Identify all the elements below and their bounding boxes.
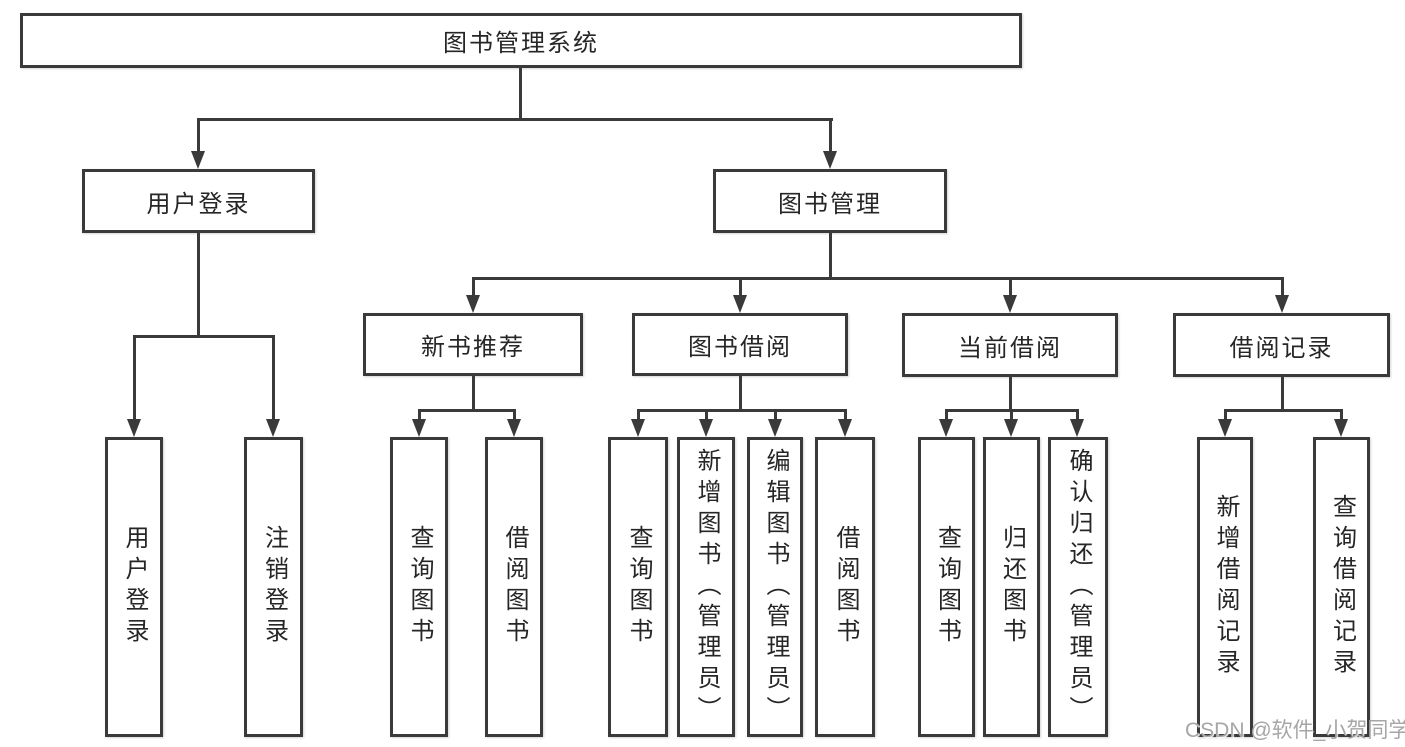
connector-stem [1010,409,1013,423]
node-book-borrowing: 图书借阅 [632,313,848,376]
node-label: 新书推荐 [421,334,525,361]
arrow-down-icon [507,419,521,437]
arrow-down-icon [631,419,645,437]
node-label: 图书管理 [778,190,882,218]
connector-stem [418,409,421,423]
leaf-user-login: 用户登录 [105,437,163,737]
node-book-management: 图书管理 [713,169,947,233]
leaf-label: 借阅图书 [832,525,859,649]
leaf-query-borrow-record: 查询借阅记录 [1313,437,1370,737]
connector-stem [829,233,832,280]
connector-stem [1340,409,1343,423]
leaf-edit-book-admin: 编辑图书（管理员） [747,437,803,737]
arrow-down-icon [1275,295,1289,313]
leaf-label: 新增借阅记录 [1212,494,1239,680]
connector-stem [1076,409,1079,423]
arrow-down-icon [1003,295,1017,313]
connector-stem [637,409,640,423]
arrow-down-icon [1334,419,1348,437]
node-label: 图书管理系统 [443,30,599,57]
arrow-down-icon [1004,419,1018,437]
leaf-borrow-books-borrowing: 借阅图书 [815,437,875,737]
node-label: 用户登录 [146,190,251,218]
leaf-label: 新增图书（管理员） [693,447,720,727]
node-current-borrowing: 当前借阅 [902,313,1118,377]
connector-stem [844,409,847,423]
connector-stem [1009,376,1012,412]
arrow-down-icon [1218,419,1232,437]
arrow-down-icon [823,151,837,169]
csdn-watermark: CSDN @软件_小贺同学 [1185,719,1405,742]
leaf-logout: 注销登录 [244,437,303,737]
connector-stem [472,376,475,412]
arrow-down-icon [412,419,426,437]
connector-root-rail [197,118,833,121]
connector-rail [637,409,847,412]
connector-rail [472,277,1284,280]
connector-stem [1281,376,1284,412]
arrow-down-icon [1070,419,1084,437]
connector-stem [472,277,475,298]
connector-stem [1224,409,1227,423]
arrow-down-icon [127,419,141,437]
leaf-query-books-borrowing: 查询图书 [608,437,668,737]
arrow-down-icon [939,419,953,437]
arrow-down-icon [768,419,782,437]
leaf-label: 查询图书 [625,525,652,649]
connector-stem [945,409,948,423]
node-label: 当前借阅 [958,334,1062,362]
connector-stem [829,118,832,154]
connector-stem [272,335,275,422]
node-borrowing-records: 借阅记录 [1173,313,1390,377]
leaf-query-books-current: 查询图书 [918,437,975,737]
arrow-down-icon [191,151,205,169]
connector-stem [197,118,200,154]
leaf-add-borrow-record: 新增借阅记录 [1197,437,1253,737]
arrow-down-icon [699,419,713,437]
leaf-label: 查询借阅记录 [1328,494,1356,680]
connector-stem [739,277,742,298]
arrow-down-icon [266,419,280,437]
leaf-label: 注销登录 [260,525,288,649]
leaf-borrow-books-recommend: 借阅图书 [485,437,543,737]
connector-stem [133,335,136,422]
leaf-return-books: 归还图书 [983,437,1040,737]
leaf-label: 归还图书 [998,525,1026,649]
leaf-add-book-admin: 新增图书（管理员） [677,437,735,737]
node-label: 借阅记录 [1229,334,1334,362]
node-label: 图书借阅 [688,334,792,361]
connector-rail [133,335,275,338]
leaf-query-books-recommend: 查询图书 [390,437,448,737]
leaf-confirm-return-admin: 确认归还（管理员） [1048,437,1108,737]
arrow-down-icon [466,295,480,313]
connector-root-stem [519,68,522,120]
node-new-book-recommendation: 新书推荐 [363,313,583,376]
connector-stem [197,233,200,338]
connector-stem [739,376,742,412]
arrow-down-icon [733,295,747,313]
leaf-label: 借阅图书 [501,525,528,649]
connector-stem [1281,277,1284,298]
connector-stem [774,409,777,423]
connector-stem [705,409,708,423]
leaf-label: 查询图书 [406,525,433,649]
connector-rail [418,409,516,412]
connector-stem [513,409,516,423]
node-user-login: 用户登录 [82,169,315,233]
leaf-label: 编辑图书（管理员） [762,447,789,727]
connector-rail [1224,409,1342,412]
leaf-label: 用户登录 [121,525,148,649]
connector-stem [1009,277,1012,298]
arrow-down-icon [838,419,852,437]
leaf-label: 确认归还（管理员） [1065,447,1092,727]
node-library-management-system: 图书管理系统 [20,13,1022,68]
leaf-label: 查询图书 [933,525,961,649]
